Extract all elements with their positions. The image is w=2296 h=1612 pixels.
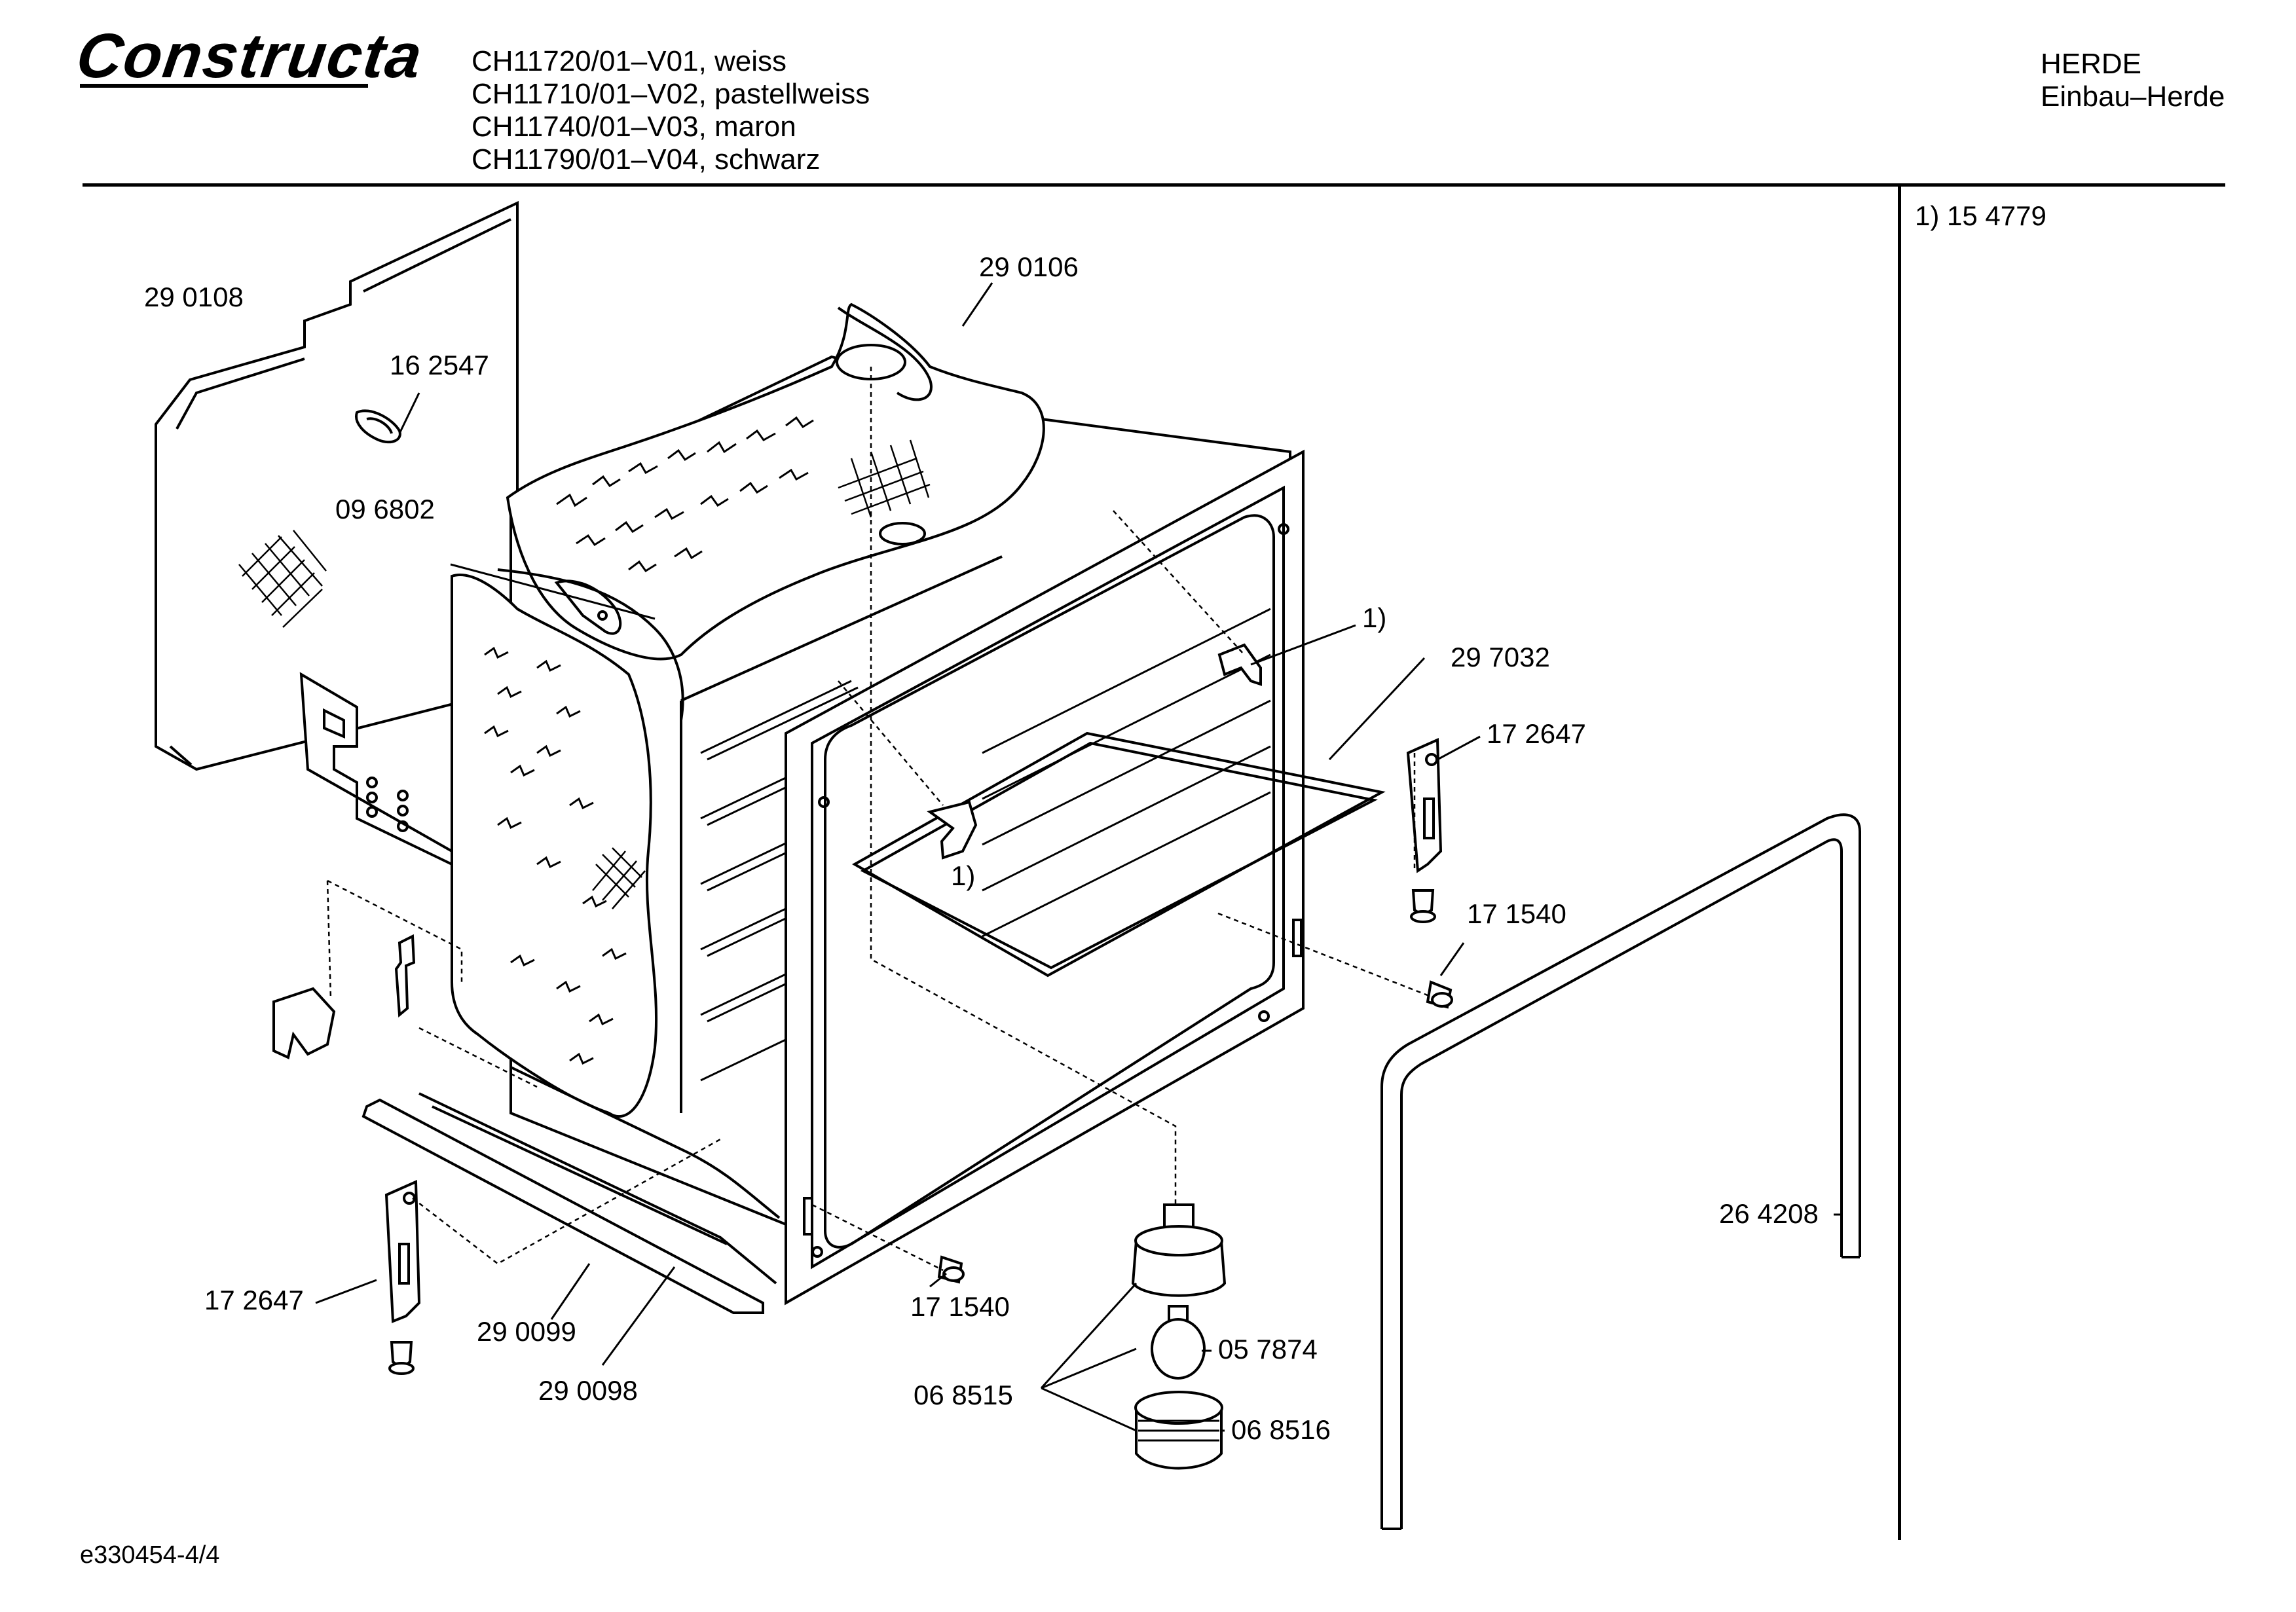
- category-title: HERDE: [2041, 48, 2142, 80]
- label-297032: 29 7032: [1451, 642, 1550, 672]
- side-insulation-wrap: [451, 568, 684, 1118]
- mounting-screw-right-lower: [1426, 980, 1453, 1009]
- label-note-1-lower: 1): [951, 860, 975, 891]
- variant-line-4: CH11790/01–V04, schwarz: [472, 143, 821, 175]
- oven-lamp-bulb: [1151, 1305, 1206, 1380]
- mounting-bracket-right: [1406, 737, 1443, 873]
- label-290099: 29 0099: [477, 1316, 576, 1347]
- variant-line-1: CH11720/01–V01, weiss: [472, 45, 787, 77]
- bottom-rail-rear: [418, 1066, 781, 1285]
- label-172647-left: 17 2647: [204, 1285, 304, 1315]
- lamp-holder: [1131, 1203, 1227, 1297]
- notes-column-divider: [1898, 183, 1901, 1540]
- mounting-screw-right-upper: [1410, 889, 1436, 923]
- variant-line-3: CH11740/01–V03, maron: [472, 111, 796, 143]
- label-172647-right: 17 2647: [1487, 718, 1586, 749]
- label-290108: 29 0108: [144, 282, 244, 312]
- label-162547: 16 2547: [390, 350, 489, 380]
- part-labels: 29 0108 16 2547 09 6802 29 0106 1) 29 70…: [144, 251, 1819, 1445]
- label-068516: 06 8516: [1231, 1414, 1331, 1445]
- bottom-rail-front: [361, 1098, 764, 1314]
- mounting-screw-left: [388, 1341, 415, 1375]
- footnote-1: 1) 15 4779: [1915, 200, 2046, 231]
- label-057874: 05 7874: [1218, 1334, 1318, 1365]
- mounting-bracket-left: [384, 1179, 421, 1323]
- hinge-bracket-left: [272, 987, 336, 1059]
- label-096802: 09 6802: [335, 494, 435, 524]
- top-insulation-wrap: [506, 302, 1045, 661]
- assembly-guide-lines: [326, 367, 1432, 1272]
- label-171540-right: 17 1540: [1467, 898, 1566, 929]
- header-divider: [83, 183, 2225, 187]
- latch-clip-left: [394, 934, 416, 1018]
- callout-leader-lines: [315, 282, 1842, 1432]
- label-171540-bottom: 17 1540: [910, 1291, 1010, 1322]
- variant-line-2: CH11710/01–V02, pastellweiss: [472, 78, 870, 110]
- label-290098: 29 0098: [538, 1375, 638, 1406]
- shelf-support-clip-upper: [1217, 643, 1262, 686]
- oven-front-frame: [785, 449, 1305, 1306]
- drawing-id: e330454-4/4: [80, 1541, 220, 1569]
- label-068515: 06 8515: [914, 1380, 1013, 1410]
- shelf-support-clip-lower: [927, 800, 978, 860]
- lamp-cover-glass: [1134, 1391, 1223, 1470]
- label-290106: 29 0106: [979, 251, 1079, 282]
- label-264208: 26 4208: [1719, 1198, 1819, 1229]
- side-mounting-plate: [299, 672, 453, 867]
- rear-insulation-panel: [155, 200, 519, 771]
- oven-shelf-rack: [851, 731, 1386, 978]
- door-gasket-seal: [1380, 813, 1861, 1530]
- logo-underline: [80, 84, 368, 88]
- category-subtitle: Einbau–Herde: [2041, 81, 2225, 113]
- label-note-1-upper: 1): [1362, 602, 1386, 633]
